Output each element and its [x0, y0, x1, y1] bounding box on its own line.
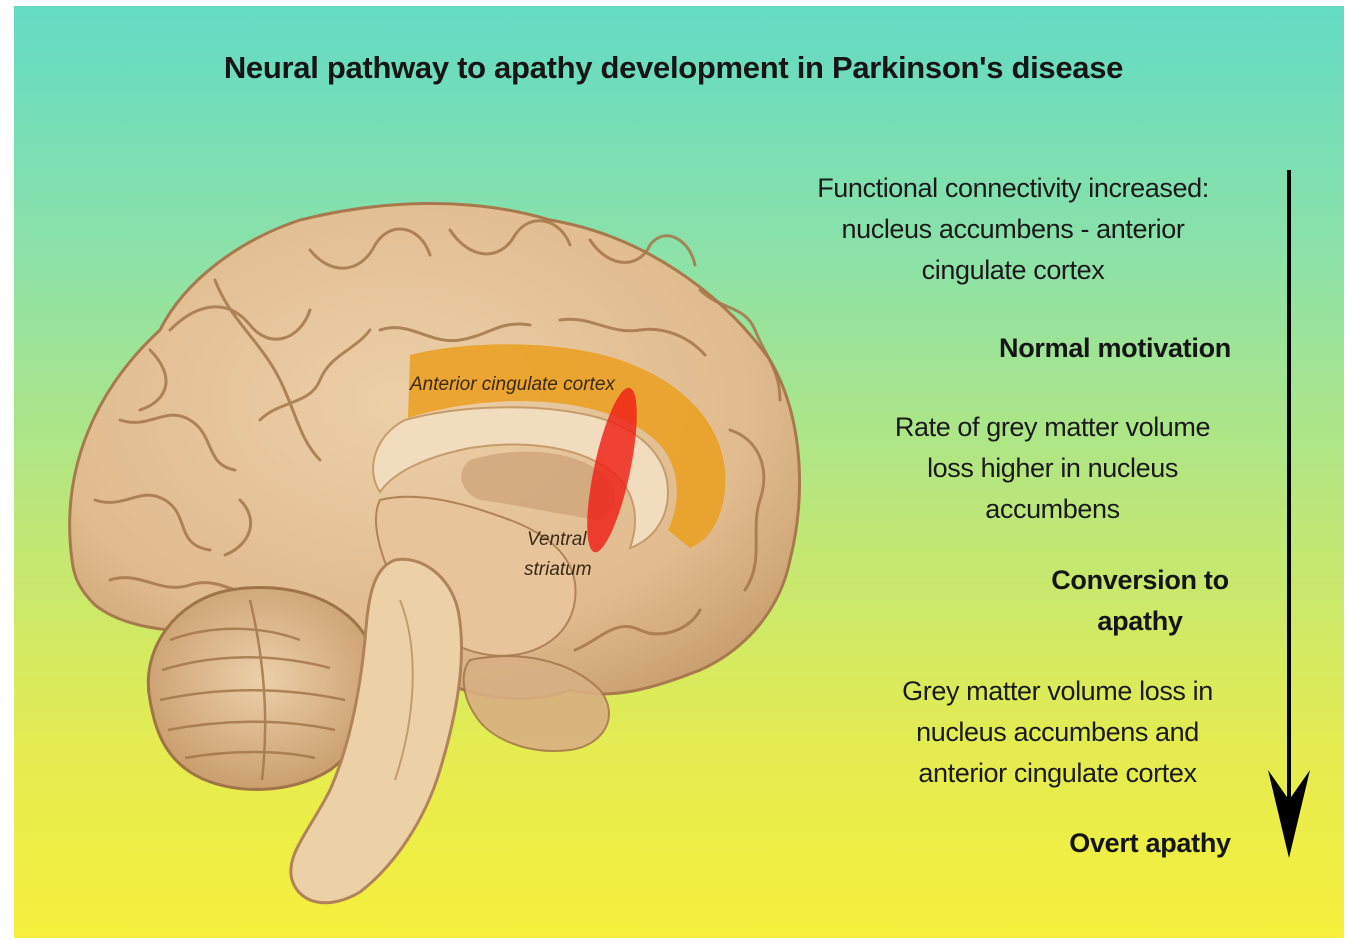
- step-line: Functional connectivity increased:: [798, 168, 1228, 209]
- step-line: cingulate cortex: [798, 250, 1228, 291]
- step-grey-matter-rate: Rate of grey matter volume loss higher i…: [870, 407, 1235, 530]
- step-line: accumbens: [870, 489, 1235, 530]
- stage-normal-motivation: Normal motivation: [980, 328, 1250, 369]
- ventral-striatum-label-line2: striatum: [524, 559, 592, 580]
- stage-line: apathy: [1030, 601, 1250, 642]
- stage-overt-apathy: Overt apathy: [1050, 823, 1250, 864]
- stage-conversion-to-apathy: Conversion to apathy: [1030, 560, 1250, 642]
- step-grey-matter-loss: Grey matter volume loss in nucleus accum…: [880, 671, 1235, 794]
- step-connectivity: Functional connectivity increased: nucle…: [798, 168, 1228, 291]
- ventral-striatum-label-line1: Ventral: [527, 529, 587, 550]
- stage-line: Conversion to: [1030, 560, 1250, 601]
- step-line: Grey matter volume loss in: [880, 671, 1235, 712]
- step-line: Rate of grey matter volume: [870, 407, 1235, 448]
- timeline-arrow: [1268, 170, 1310, 858]
- step-line: anterior cingulate cortex: [880, 753, 1235, 794]
- step-line: loss higher in nucleus: [870, 448, 1235, 489]
- acc-label: Anterior cingulate cortex: [409, 374, 616, 395]
- stage-line: Overt apathy: [1050, 823, 1250, 864]
- stage-line: Normal motivation: [980, 328, 1250, 369]
- step-line: nucleus accumbens - anterior: [798, 209, 1228, 250]
- step-line: nucleus accumbens and: [880, 712, 1235, 753]
